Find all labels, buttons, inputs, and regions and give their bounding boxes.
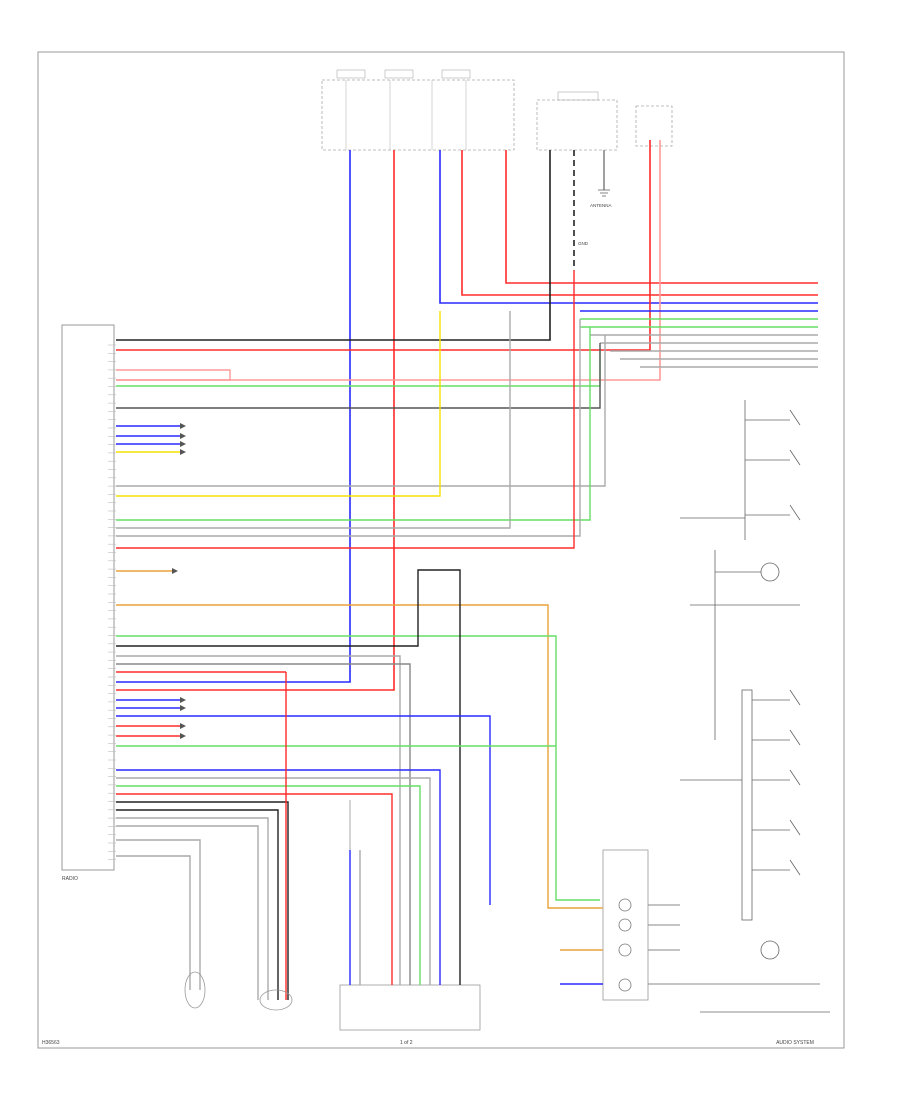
stub-arrows (172, 423, 186, 739)
diagram-frame (37, 51, 845, 1049)
footer-right-title: AUDIO SYSTEM (776, 1040, 814, 1046)
antenna-label: ANTENNA (590, 203, 612, 208)
top-fuse-block (321, 69, 515, 151)
wire-red-2 (461, 150, 818, 296)
bottom-center-connector (339, 800, 481, 1031)
right-bus-wires (580, 310, 818, 368)
top-vertical-wires (116, 140, 818, 691)
right-motor-1 (690, 550, 800, 740)
right-switch-group-bottom (680, 689, 801, 921)
right-motor-2 (680, 940, 830, 1013)
antenna-icon (598, 189, 610, 197)
wire-red-3 (505, 150, 818, 284)
footer-center-page: 1 of 2 (400, 1040, 413, 1046)
radio-unit (61, 324, 115, 871)
footer-left-code: H36563 (42, 1040, 60, 1046)
wire-blue-2 (439, 150, 818, 304)
top-right-connector-block (536, 91, 673, 151)
wire-black-1 (116, 150, 551, 341)
wire-red-5 (116, 140, 661, 381)
wire-blue-1 (116, 150, 351, 683)
radio-pin-labels (108, 344, 116, 860)
radio-horizontal-wires (116, 270, 606, 1000)
radio-unit-label: RADIO (62, 876, 78, 882)
bottom-right-connector (560, 849, 680, 1001)
wire-red-4 (116, 140, 651, 351)
wire-red-1 (116, 150, 395, 691)
gnd-label: GND (578, 241, 589, 246)
bottom-left-speaker-bundle (184, 971, 293, 1011)
right-switch-group-top (680, 400, 801, 540)
